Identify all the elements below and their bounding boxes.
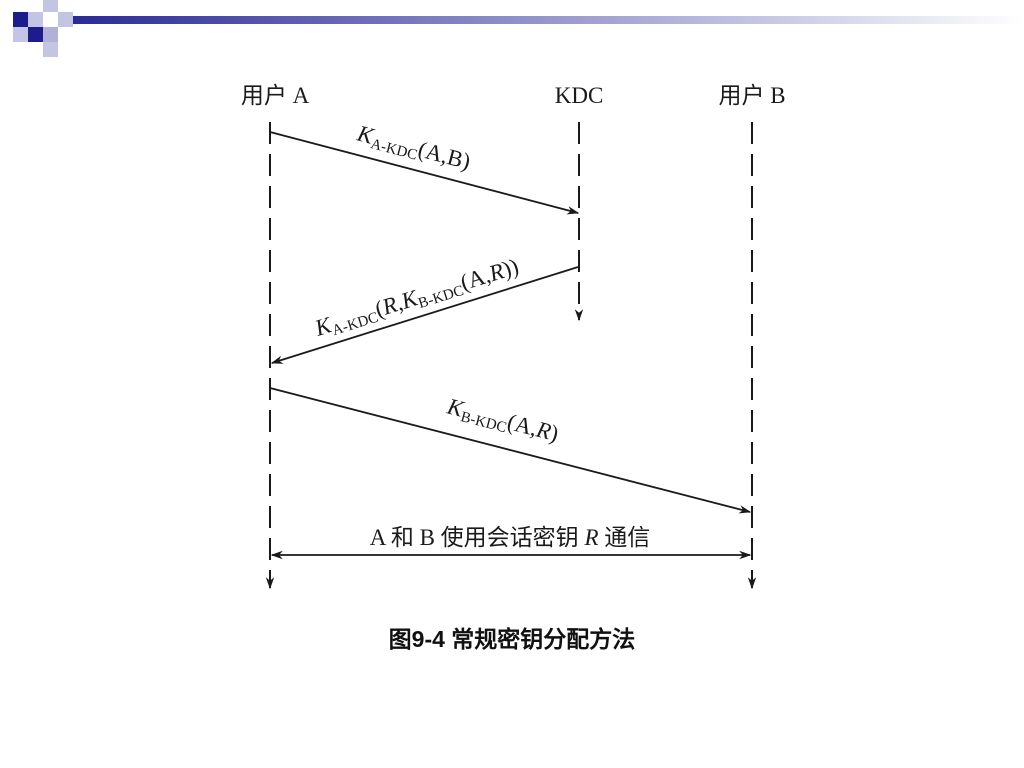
message-arrow-a-to-b bbox=[269, 387, 752, 514]
message-label-a-to-kdc: KA-KDC(A,B) bbox=[353, 120, 473, 177]
participant-kdc-label: KDC bbox=[555, 83, 604, 108]
nonce-symbol: R bbox=[485, 258, 507, 286]
decor-square bbox=[43, 27, 58, 42]
decor-square bbox=[13, 27, 28, 42]
nonce-symbol: R bbox=[583, 525, 598, 550]
session-text: 通信 bbox=[599, 525, 651, 550]
message-label-kdc-to-a: KA-KDC(R,KB-KDC(A,R)) bbox=[311, 254, 522, 344]
nonce-symbol: R bbox=[533, 416, 554, 444]
decor-square bbox=[28, 27, 43, 42]
message-label-a-to-b: KB-KDC(A,R) bbox=[443, 393, 561, 449]
session-text: A 和 B 使用会话密钥 bbox=[370, 525, 585, 550]
key-subscript: B-KDC bbox=[416, 283, 465, 312]
decor-square bbox=[43, 42, 58, 57]
key-paren: )) bbox=[499, 254, 521, 282]
session-label: A 和 B 使用会话密钥 R 通信 bbox=[370, 525, 651, 550]
message-arrow-kdc-to-a bbox=[270, 266, 579, 364]
figure-caption: 图9-4 常规密钥分配方法 bbox=[388, 626, 636, 652]
decor-square bbox=[28, 12, 43, 27]
participant-user-a-label: 用户 A bbox=[241, 83, 310, 108]
nonce-symbol: R bbox=[378, 292, 400, 320]
message-arrow-a-to-kdc bbox=[269, 131, 580, 215]
key-subscript: B-KDC bbox=[459, 409, 508, 436]
participant-user-b-label: 用户 B bbox=[718, 83, 785, 108]
key-subscript: A-KDC bbox=[330, 310, 380, 339]
decor-bar bbox=[73, 16, 1024, 24]
slide-decoration bbox=[13, 0, 1024, 57]
decor-square bbox=[43, 0, 58, 12]
decor-square bbox=[58, 12, 73, 27]
decor-square bbox=[13, 12, 28, 27]
key-args: (A,B) bbox=[416, 137, 474, 175]
